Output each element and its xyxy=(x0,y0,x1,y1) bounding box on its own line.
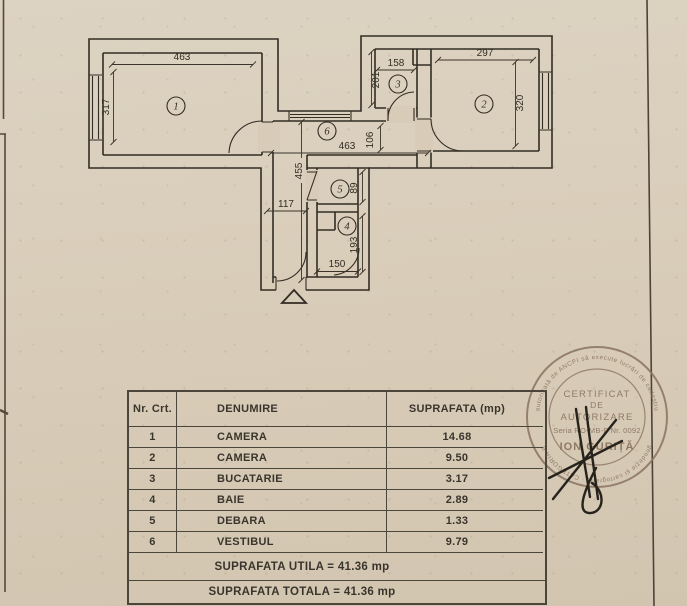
entrance-arrow xyxy=(279,288,309,304)
room4-number: 4 xyxy=(344,222,350,233)
room3-number: 3 xyxy=(394,80,400,91)
row-area: 3.17 xyxy=(387,469,543,490)
dim-room1-width: 463 xyxy=(174,52,191,63)
row-name: DEBARA xyxy=(177,511,387,532)
row-area: 2.89 xyxy=(387,490,543,511)
stamp-line-certificat: CERTIFICAT xyxy=(563,389,630,400)
row-area: 1.33 xyxy=(387,511,543,532)
stamp-line-de: DE xyxy=(590,400,604,410)
dimension-ticks xyxy=(108,48,537,284)
table-row: 3 BUCATARIE 3.17 xyxy=(129,469,545,490)
header-denumire: DENUMIRE xyxy=(177,392,387,427)
signature xyxy=(547,405,624,515)
door-arc-entry xyxy=(276,251,307,282)
door-arc-room2 xyxy=(430,118,464,152)
dim-debara-depth: 89 xyxy=(349,182,360,194)
table-row: 6 VESTIBUL 9.79 xyxy=(129,532,545,553)
header-nr-crt: Nr. Crt. xyxy=(129,392,177,427)
window-room1 xyxy=(89,74,102,141)
authorization-stamp: autorizată de ANCPI să execute lucrări d… xyxy=(526,346,668,488)
row-name: BUCATARIE xyxy=(177,469,387,490)
room-number-badges: 1 2 3 4 5 6 xyxy=(166,74,494,236)
row-area: 14.68 xyxy=(387,427,543,448)
window-room2 xyxy=(539,71,552,131)
door-arc-room3 xyxy=(387,91,415,120)
dim-vestibul-height: 106 xyxy=(365,131,376,148)
dimension-lines: 463 317 297 320 158 201 463 106 455 117 … xyxy=(101,48,537,284)
dim-room3-width: 158 xyxy=(388,58,405,69)
door-openings xyxy=(258,106,433,292)
row-nr: 2 xyxy=(129,448,177,469)
table-row: 5 DEBARA 1.33 xyxy=(129,511,545,532)
table-row: 1 CAMERA 14.68 xyxy=(129,427,545,448)
room6-number: 6 xyxy=(324,127,330,138)
row-name: CAMERA xyxy=(177,427,387,448)
door-leaf-debara xyxy=(306,170,318,201)
door-arc-room1 xyxy=(228,120,263,154)
dim-baie-width: 150 xyxy=(329,259,346,270)
door-swing-arcs xyxy=(228,91,464,282)
row-nr: 1 xyxy=(129,427,177,448)
dim-room1-height: 317 xyxy=(101,98,112,115)
apartment-walls xyxy=(88,35,553,304)
row-name: VESTIBUL xyxy=(177,532,387,553)
row-nr: 4 xyxy=(129,490,177,511)
area-table: Nr. Crt. DENUMIRE SUPRAFATA (mp) 1 CAMER… xyxy=(127,390,547,605)
stamp-line-autorizare: AUTORIZARE xyxy=(560,412,633,423)
room5-number: 5 xyxy=(337,185,342,196)
dim-baie-length: 193 xyxy=(349,236,360,253)
row-area: 9.50 xyxy=(387,448,543,469)
table-row: 4 BAIE 2.89 xyxy=(129,490,545,511)
table-row: 2 CAMERA 9.50 xyxy=(129,448,545,469)
row-name: CAMERA xyxy=(177,448,387,469)
row-nr: 6 xyxy=(129,532,177,553)
row-area: 9.79 xyxy=(387,532,543,553)
stamp-inner-ring xyxy=(548,368,646,466)
table-header-row: Nr. Crt. DENUMIRE SUPRAFATA (mp) xyxy=(129,392,545,427)
dim-hall-width: 117 xyxy=(278,199,294,210)
row-nr: 3 xyxy=(129,469,177,490)
dim-room2-height: 320 xyxy=(515,94,526,111)
row-nr: 5 xyxy=(129,511,177,532)
door-arc-baie xyxy=(333,247,360,276)
dim-room3-height: 201 xyxy=(371,71,382,88)
window-vestibul xyxy=(288,111,352,121)
row-name: BAIE xyxy=(177,490,387,511)
dim-vestibul-width: 463 xyxy=(339,141,356,152)
outer-wall-outline xyxy=(88,35,553,291)
dim-hall-length: 455 xyxy=(294,162,305,179)
room2-number: 2 xyxy=(481,100,487,111)
inner-wall-lines xyxy=(102,48,540,283)
page-border-lines xyxy=(0,0,655,606)
stamp-serial: Seria RO-MB-F Nr. 0092 xyxy=(553,426,641,435)
dim-room2-width: 297 xyxy=(477,48,494,59)
total-suprafata-totala: SUPRAFATA TOTALA = 41.36 mp xyxy=(208,586,396,598)
room1-number: 1 xyxy=(173,102,178,113)
total-suprafata-utila: SUPRAFATA UTILA = 41.36 mp xyxy=(129,553,545,581)
header-suprafata: SUPRAFATA (mp) xyxy=(387,392,543,427)
